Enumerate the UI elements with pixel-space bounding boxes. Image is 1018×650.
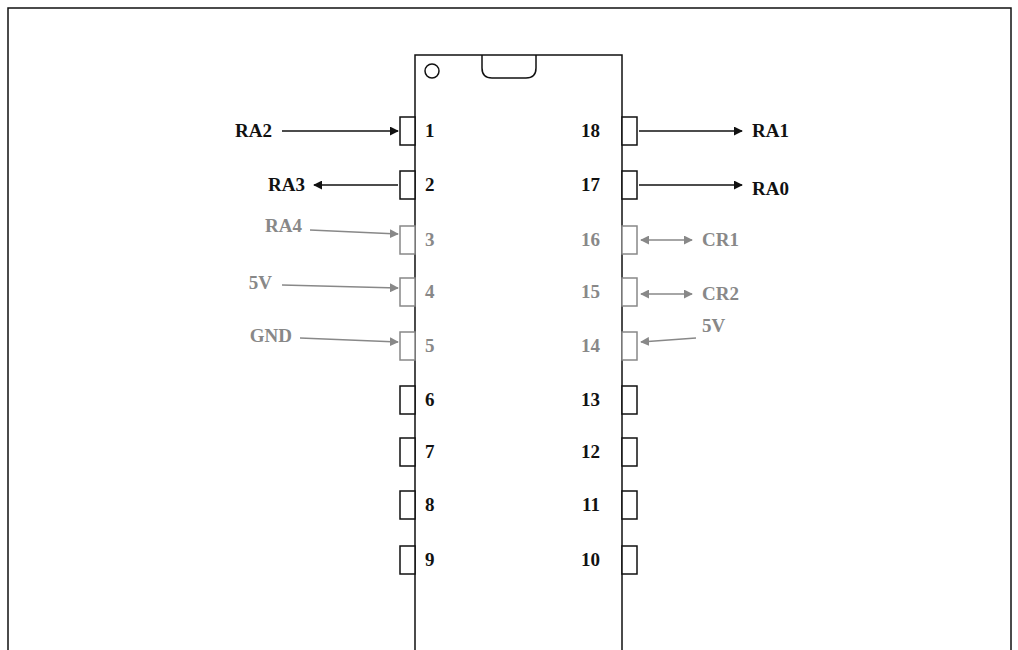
pin-number: 18: [581, 121, 600, 142]
pin-number: 7: [425, 442, 435, 463]
pin-number: 14: [581, 336, 600, 357]
signal-name: RA0: [752, 179, 789, 200]
frame: [8, 8, 1011, 650]
signal-name: RA3: [268, 175, 305, 196]
pin-number: 6: [425, 390, 435, 411]
pin1-dot: [425, 64, 439, 78]
pin-number: 8: [425, 495, 435, 516]
pin-number: 11: [582, 495, 600, 516]
pin-number: 10: [581, 550, 600, 571]
pin-number: 2: [425, 175, 435, 196]
signal-name: GND: [250, 326, 292, 347]
pin-number: 13: [581, 390, 600, 411]
right-pins: [622, 117, 637, 574]
chip-notch: [482, 55, 536, 78]
pin-number: 15: [581, 282, 600, 303]
pin-number: 3: [425, 230, 435, 251]
pin-number: 17: [581, 175, 600, 196]
signal-name: 5V: [249, 273, 272, 294]
pin-number: 4: [425, 282, 435, 303]
signal-name: CR2: [702, 284, 739, 305]
signal-name: RA2: [235, 121, 272, 142]
signal-name: CR1: [702, 230, 739, 251]
pin-number: 16: [581, 230, 600, 251]
signal-name: RA4: [265, 216, 302, 237]
chip-body: [415, 55, 622, 650]
left-pins: [400, 117, 415, 574]
pin-number: 12: [581, 442, 600, 463]
pin-number: 9: [425, 550, 435, 571]
pin-number: 1: [425, 121, 435, 142]
signal-arrows: [282, 131, 742, 342]
signal-name: RA1: [752, 121, 789, 142]
signal-name: 5V: [702, 316, 725, 337]
pin-number: 5: [425, 336, 435, 357]
